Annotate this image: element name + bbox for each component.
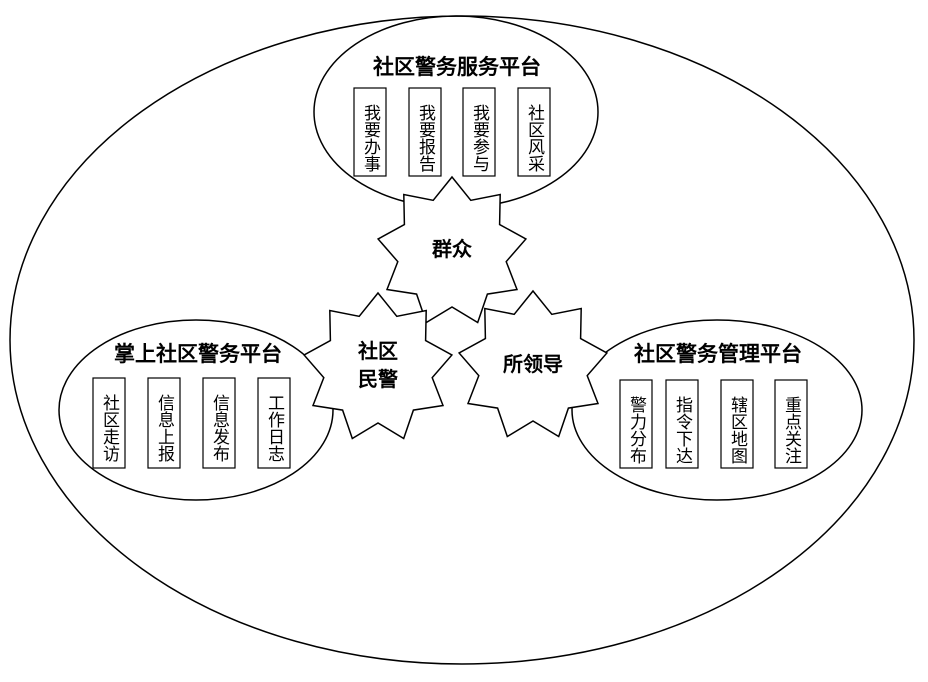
mobile-item-2: 信息上报: [154, 394, 175, 463]
service-item-box: [353, 87, 387, 177]
management-item-box: [619, 379, 653, 469]
service-item-2: 我要报告: [415, 104, 436, 172]
leader-star-node: 所领导: [457, 289, 609, 438]
management-platform-ellipse: [571, 319, 863, 501]
mobile-item-box: [147, 377, 181, 469]
mobile-item-box: [257, 377, 291, 469]
management-platform-title: 社区警务管理平台: [633, 342, 802, 366]
public-label: 群众: [431, 237, 472, 261]
management-item-box: [720, 379, 754, 469]
police-star-node: 社区 民警: [302, 291, 454, 440]
mobile-item-box: [92, 377, 126, 469]
leader-label: 所领导: [503, 352, 563, 376]
mobile-item-4: 工作日志: [264, 394, 285, 462]
service-item-1: 我要办事: [360, 104, 381, 172]
police-label-line1: 社区: [357, 339, 398, 363]
service-item-box: [408, 87, 442, 177]
police-label-line2: 民警: [358, 367, 398, 391]
mobile-item-3: 信息发布: [209, 394, 230, 462]
mobile-platform-ellipse: [58, 319, 334, 501]
mobile-item-box: [202, 377, 236, 469]
management-item-2: 指令下达: [672, 396, 693, 464]
service-item-box: [462, 87, 496, 177]
management-item-box: [774, 379, 808, 469]
leader-star-shape: [457, 289, 609, 438]
police-star-shape: [302, 291, 454, 440]
management-item-4: 重点关注: [781, 396, 802, 464]
mobile-item-1: 社区走访: [99, 394, 120, 463]
management-item-3: 辖区地图: [727, 396, 748, 464]
service-item-3: 我要参与: [469, 104, 490, 172]
management-item-1: 警力分布: [626, 396, 647, 464]
service-item-4: 社区风采: [524, 104, 545, 172]
management-platform-items: 警力分布 指令下达 辖区地图 重点关注: [619, 379, 808, 469]
mobile-platform-title: 掌上社区警务平台: [114, 342, 282, 366]
service-platform-title: 社区警务服务平台: [372, 55, 541, 79]
service-platform-items: 我要办事 我要报告 我要参与 社区风采: [353, 87, 551, 177]
outer-ellipse: [9, 15, 915, 665]
service-item-box: [517, 87, 551, 177]
public-star-node: 群众: [376, 175, 528, 324]
public-star-shape: [376, 175, 528, 324]
management-item-box: [665, 379, 699, 469]
mobile-platform-items: 社区走访 信息上报 信息发布 工作日志: [92, 377, 291, 469]
